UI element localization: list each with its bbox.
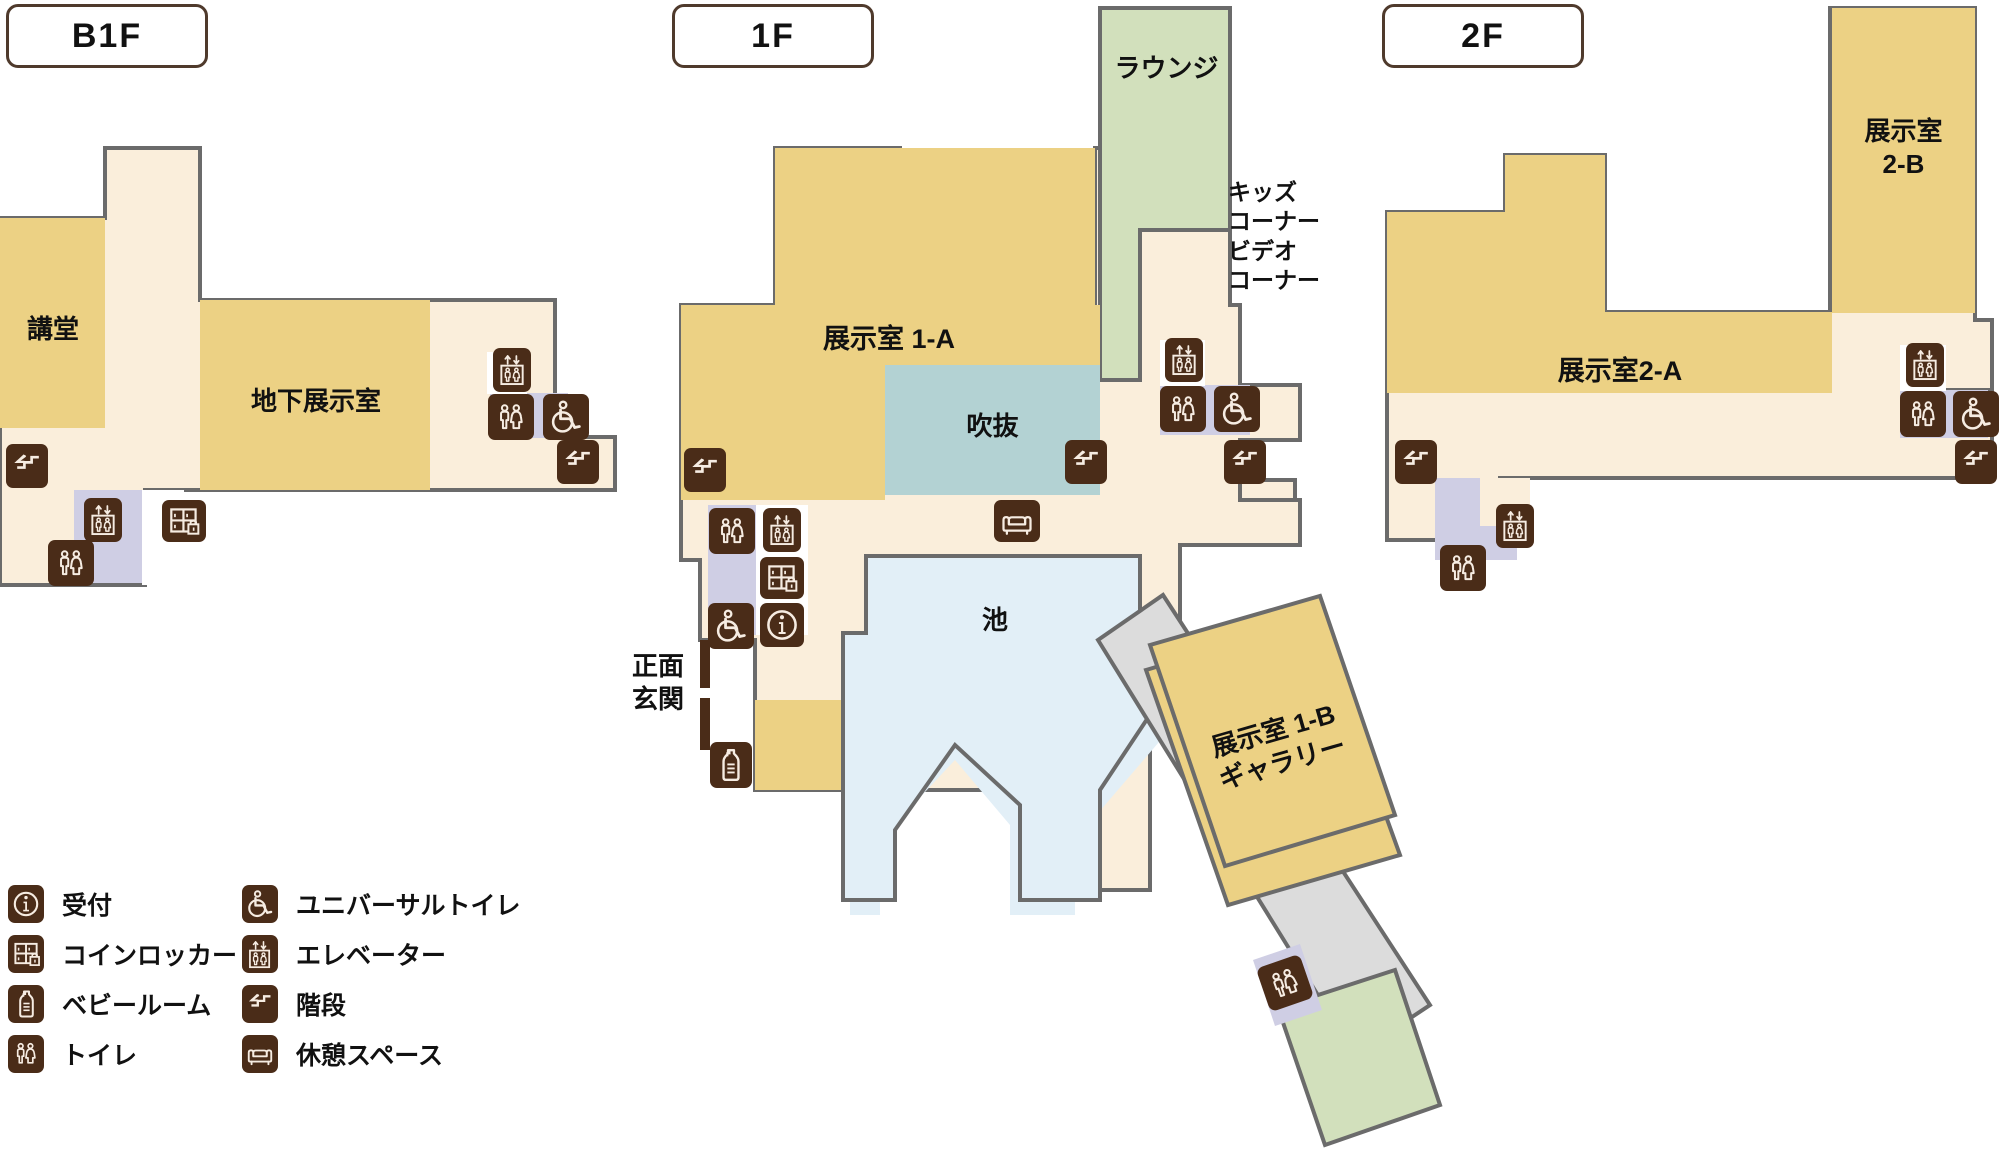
stairs-icon [242, 985, 278, 1023]
rest-space-icon [242, 1035, 278, 1073]
legend-column-right: ユニバーサルトイレ エレベーター 階段 休憩スペース [242, 885, 521, 1085]
elevator-icon [242, 935, 278, 973]
legend-column-left: 受付 コインロッカー ベビールーム トイレ [8, 885, 237, 1085]
elevator-icon [493, 348, 531, 392]
elevator-icon [1165, 338, 1203, 382]
room-exhibition-1b-gallery-b [1147, 593, 1398, 869]
floor-badge-1f: 1F [672, 4, 874, 68]
coin-locker-icon [162, 500, 206, 542]
floor-1f-shapes [679, 6, 1443, 1148]
coin-locker-icon [8, 935, 44, 973]
floor-2f-shapes [1385, 6, 1994, 560]
information-icon [8, 885, 44, 923]
restroom-icon [8, 1035, 44, 1073]
coin-locker-icon [760, 557, 804, 599]
baby-room-icon [710, 742, 752, 788]
restroom-icon [1160, 386, 1206, 432]
elevator-icon [1496, 504, 1534, 548]
stairs-icon [684, 448, 726, 492]
room-atrium [885, 365, 1100, 495]
restroom-icon [488, 394, 534, 440]
legend-item-universal-restroom: ユニバーサルトイレ [242, 885, 521, 923]
floor-badge-b1f-label: B1F [71, 16, 143, 55]
information-icon [760, 603, 804, 647]
stairs-icon [1395, 440, 1437, 484]
universal-restroom-icon [242, 885, 278, 923]
floor-badge-2f: 2F [1382, 4, 1584, 68]
legend-label-universal-restroom: ユニバーサルトイレ [296, 892, 521, 920]
room-auditorium [0, 218, 105, 428]
room-exhibition-2b [1832, 8, 1975, 313]
legend-item-stairs: 階段 [242, 985, 521, 1023]
stairs-icon [6, 444, 48, 488]
legend-label-baby-room: ベビールーム [62, 992, 212, 1020]
stairs-icon [1955, 440, 1997, 484]
restroom-icon [1900, 391, 1946, 437]
restroom-icon [48, 540, 94, 586]
legend-label-coin-locker: コインロッカー [62, 942, 238, 970]
legend-label-reception: 受付 [62, 892, 113, 920]
legend-label-rest-space: 休憩スペース [296, 1042, 444, 1070]
legend-item-elevator: エレベーター [242, 935, 521, 973]
legend-label-elevator: エレベーター [296, 942, 447, 970]
legend-item-coin-locker: コインロッカー [8, 935, 237, 973]
legend-item-reception: 受付 [8, 885, 237, 923]
legend-label-stairs: 階段 [296, 992, 347, 1020]
room-basement-exhibition [200, 300, 430, 490]
universal-restroom-icon [1214, 386, 1260, 432]
room-pond-fill [857, 572, 1168, 886]
elevator-icon [763, 508, 801, 552]
floor-badge-1f-label: 1F [751, 16, 795, 55]
legend-item-rest-space: 休憩スペース [242, 1035, 521, 1073]
restroom-icon [1440, 545, 1486, 591]
stairs-icon [557, 440, 599, 484]
floor-badge-b1f: B1F [6, 4, 208, 68]
universal-restroom-icon [708, 603, 754, 649]
elevator-icon [84, 498, 122, 542]
rest-space-icon [994, 500, 1040, 542]
legend-item-restroom: トイレ [8, 1035, 237, 1073]
floor-badge-2f-label: 2F [1461, 16, 1505, 55]
legend-label-restroom: トイレ [62, 1042, 138, 1070]
stairs-icon [1065, 440, 1107, 484]
elevator-icon [1906, 343, 1944, 387]
restroom-icon [709, 508, 755, 554]
f1-entrance-door-2 [700, 698, 710, 750]
room-exhibition-1a-2 [681, 148, 1100, 500]
legend-item-baby-room: ベビールーム [8, 985, 237, 1023]
stairs-icon [1224, 440, 1266, 484]
baby-room-icon [8, 985, 44, 1023]
universal-restroom-icon [1953, 391, 1999, 437]
f1-lower-annex [1275, 967, 1443, 1148]
room-exhibition-2a-fill [1387, 155, 1832, 393]
f1-entrance-door-1 [700, 640, 710, 688]
universal-restroom-icon [543, 394, 589, 440]
